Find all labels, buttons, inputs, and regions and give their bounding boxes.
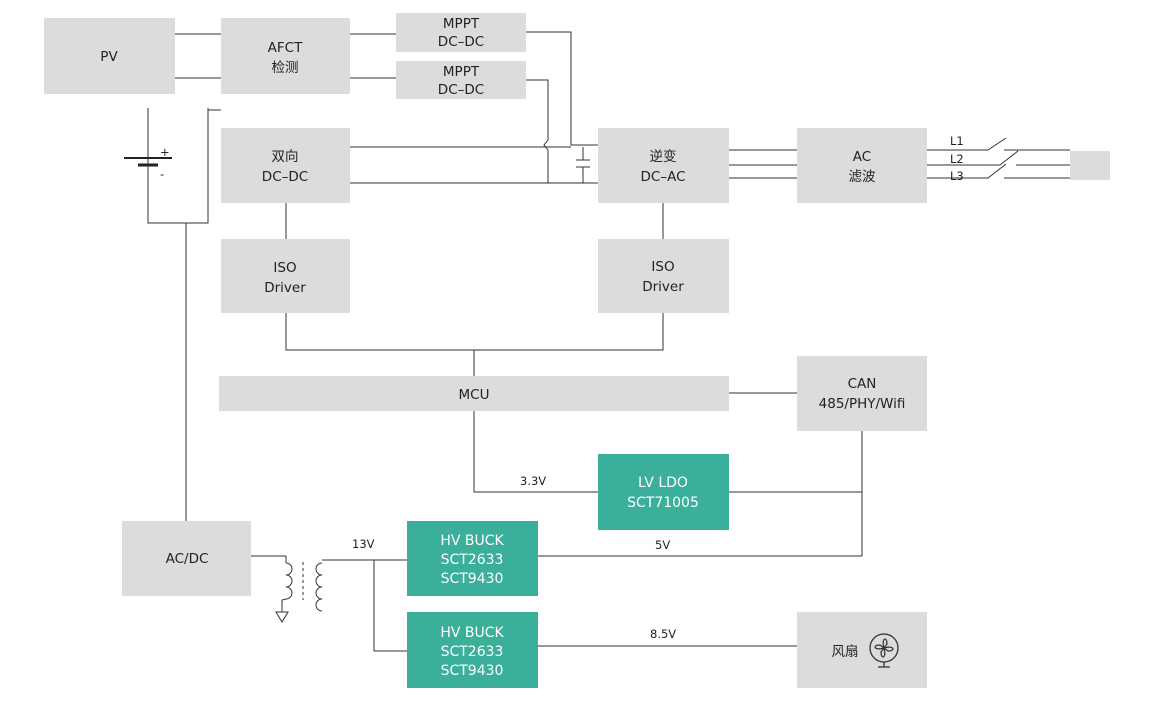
fan-label: 风扇 [832, 644, 859, 660]
afct-label-1: AFCT [268, 40, 303, 56]
iso2-label-2: Driver [642, 279, 684, 295]
block-hv-buck-2: HV BUCK SCT2633 SCT9430 [407, 612, 538, 688]
acdc-label: AC/DC [166, 551, 209, 567]
block-ac-filter: AC 滤波 [797, 128, 927, 203]
hv-buck2-label-2: SCT2633 [441, 644, 504, 660]
iso1-label-2: Driver [264, 280, 306, 296]
iso2-label-1: ISO [651, 259, 674, 275]
mppt2-label-1: MPPT [443, 64, 480, 80]
mppt2-label-2: DC–DC [438, 82, 484, 98]
block-pv: PV [44, 18, 175, 94]
inverter-label-1: 逆变 [650, 149, 677, 165]
bidir-label-2: DC–DC [262, 169, 308, 185]
block-mcu: MCU [219, 376, 729, 411]
block-acdc: AC/DC [122, 521, 251, 596]
battery-plus: + [160, 145, 170, 159]
ac-filter-label-1: AC [853, 149, 871, 165]
pv-label: PV [100, 49, 118, 65]
mcu-label: MCU [459, 387, 490, 403]
lv-ldo-label-2: SCT71005 [627, 495, 699, 511]
battery-minus: - [160, 167, 164, 181]
mppt1-label-2: DC–DC [438, 34, 484, 50]
bidir-label-1: 双向 [272, 149, 299, 165]
afct-label-2: 检测 [272, 60, 299, 76]
transformer-icon [281, 562, 323, 612]
block-comm: CAN 485/PHY/Wifi [797, 356, 927, 431]
label-3v3: 3.3V [520, 474, 546, 488]
block-iso-driver-1: ISO Driver [221, 239, 350, 313]
wires [147, 31, 1070, 652]
ground-icon [275, 611, 289, 623]
hv-buck2-label-1: HV BUCK [440, 625, 504, 641]
block-mppt-1: MPPT DC–DC [396, 13, 526, 52]
label-l3: L3 [950, 169, 964, 183]
block-fan: 风扇 [797, 612, 927, 688]
grid-output [1070, 151, 1110, 180]
hv-buck1-label-1: HV BUCK [440, 533, 504, 549]
label-13v: 13V [352, 537, 375, 551]
hv-buck2-label-3: SCT9430 [441, 663, 504, 679]
block-lv-ldo: LV LDO SCT71005 [598, 454, 729, 530]
block-hv-buck-1: HV BUCK SCT2633 SCT9430 [407, 521, 538, 596]
block-afct: AFCT 检测 [221, 18, 350, 94]
iso1-label-1: ISO [273, 260, 296, 276]
hv-buck1-label-2: SCT2633 [441, 552, 504, 568]
comm-label-2: 485/PHY/Wifi [819, 396, 906, 412]
comm-label-1: CAN [848, 376, 877, 392]
block-mppt-2: MPPT DC–DC [396, 61, 526, 99]
block-inverter: 逆变 DC–AC [598, 128, 729, 203]
ac-filter-label-2: 滤波 [849, 169, 877, 185]
inverter-label-2: DC–AC [641, 169, 686, 185]
block-bidirectional-dcdc: 双向 DC–DC [221, 128, 350, 203]
label-l1: L1 [950, 134, 964, 148]
block-iso-driver-2: ISO Driver [598, 239, 729, 313]
label-8v5: 8.5V [650, 627, 676, 641]
lv-ldo-label-1: LV LDO [638, 475, 688, 491]
label-l2: L2 [950, 152, 964, 166]
label-5v: 5V [655, 538, 670, 552]
mppt1-label-1: MPPT [443, 16, 480, 32]
hv-buck1-label-3: SCT9430 [441, 571, 504, 587]
battery-icon: + - [124, 145, 172, 181]
fan-icon [869, 633, 899, 668]
